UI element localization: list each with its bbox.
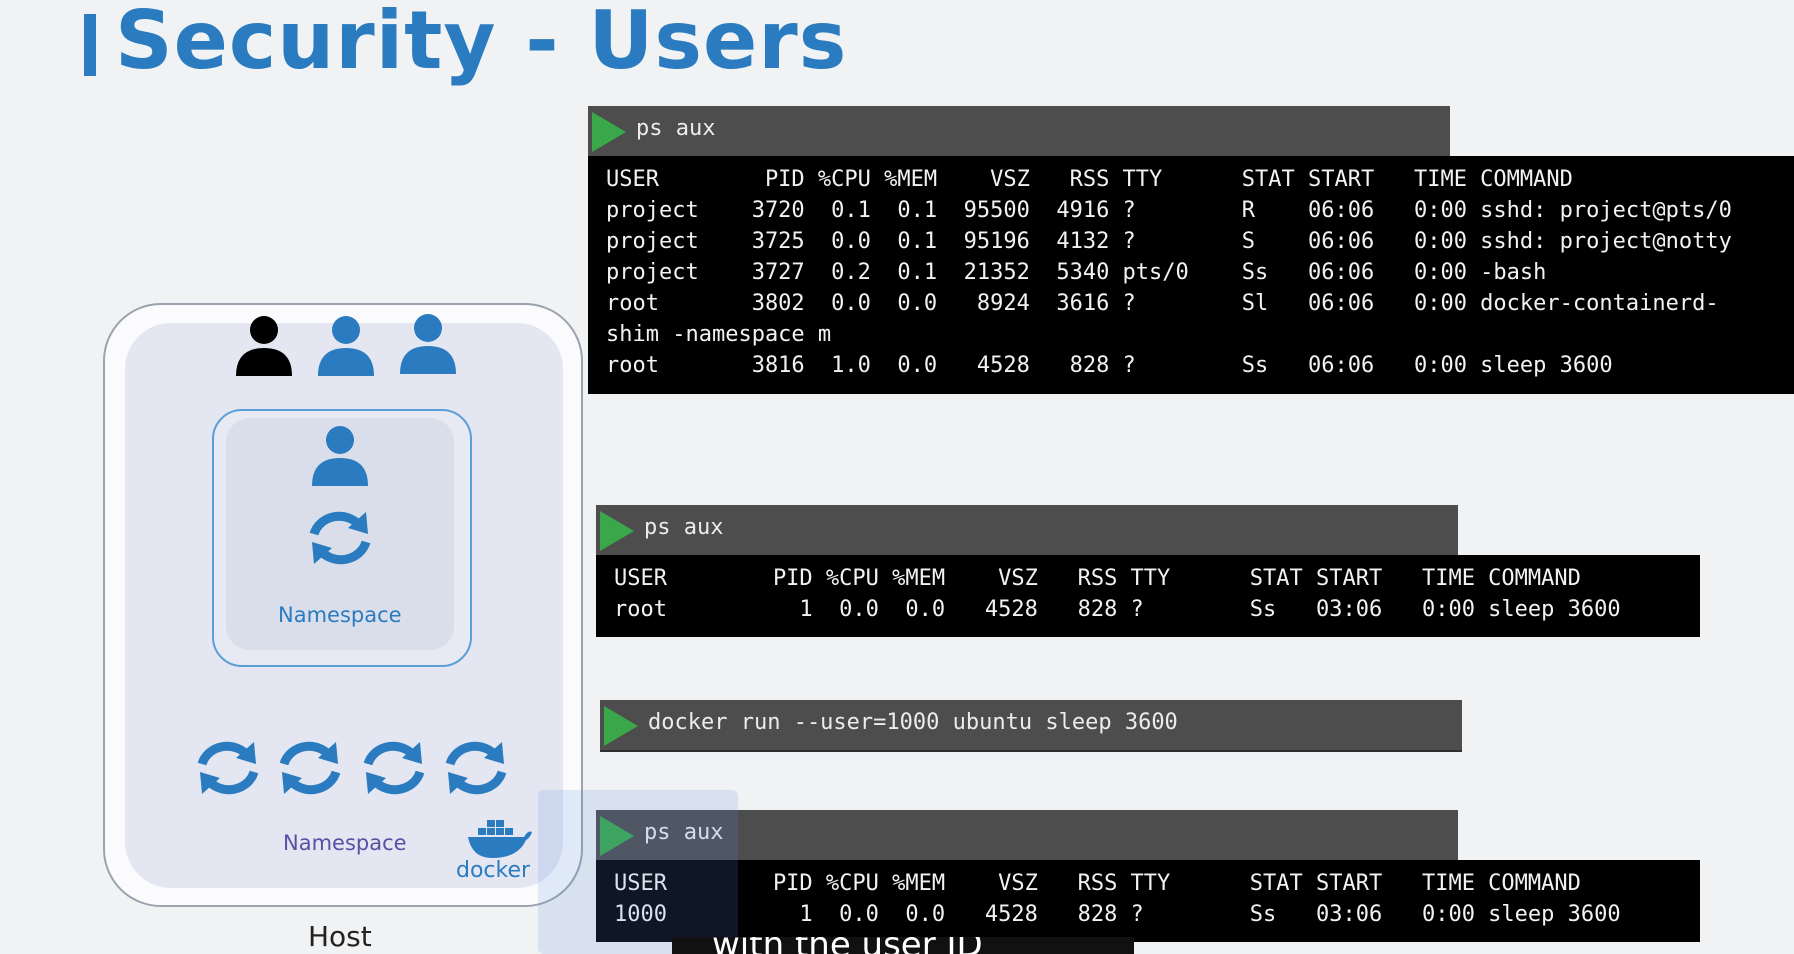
terminal-row: shim -namespace m (606, 322, 832, 347)
command-bar-docker-run: docker run --user=1000 ubuntu sleep 3600 (600, 700, 1462, 752)
command-text: ps aux (644, 515, 724, 540)
terminal-row: 1000 1 0.0 0.0 4528 828 ? Ss 03:06 0:00 … (614, 902, 1621, 927)
highlight-overlay (538, 790, 738, 954)
container-namespace-background (226, 418, 454, 650)
terminal-header-row: USER PID %CPU %MEM VSZ RSS TTY STAT STAR… (614, 871, 1581, 896)
user-icon-black (236, 316, 292, 376)
terminal-header-row: USER PID %CPU %MEM VSZ RSS TTY STAT STAR… (614, 566, 1581, 591)
command-bar-user-ps: ps aux (596, 810, 1458, 860)
docker-label: docker (456, 858, 531, 883)
play-icon (600, 816, 634, 856)
user-icon-blue-2 (400, 314, 456, 374)
command-text: docker run --user=1000 ubuntu sleep 3600 (648, 710, 1178, 735)
terminal-row: root 1 0.0 0.0 4528 828 ? Ss 03:06 0:00 … (614, 597, 1621, 622)
subtitle-text: with the user ID (712, 937, 983, 954)
slide-title: Security - Users (115, 0, 848, 87)
terminal-row: project 3727 0.2 0.1 21352 5340 pts/0 Ss… (606, 260, 1547, 285)
container-namespace-label: Namespace (278, 603, 402, 627)
terminal-row: root 3802 0.0 0.0 8924 3616 ? Sl 06:06 0… (606, 291, 1719, 316)
command-text: ps aux (644, 820, 724, 845)
command-bar-host-ps: ps aux (588, 106, 1450, 156)
terminal-row: project 3720 0.1 0.1 95500 4916 ? R 06:0… (606, 198, 1732, 223)
play-icon (604, 706, 638, 746)
container-user-icon (312, 426, 368, 486)
terminal-output-container: USER PID %CPU %MEM VSZ RSS TTY STAT STAR… (596, 555, 1700, 637)
play-icon (600, 511, 634, 551)
docker-whale-icon (468, 820, 532, 858)
title-accent-bar (84, 14, 96, 76)
video-subtitle: with the user ID (672, 937, 1134, 954)
host-namespace-label: Namespace (283, 831, 407, 855)
terminal-output-user: USER PID %CPU %MEM VSZ RSS TTY STAT STAR… (596, 860, 1700, 942)
command-bar-container-ps: ps aux (596, 505, 1458, 555)
host-process-sync-icon-3 (363, 741, 425, 795)
host-label: Host (308, 920, 372, 953)
terminal-header-row: USER PID %CPU %MEM VSZ RSS TTY STAT STAR… (606, 167, 1573, 192)
user-icon-blue-1 (318, 316, 374, 376)
terminal-output-host: USER PID %CPU %MEM VSZ RSS TTY STAT STAR… (588, 156, 1794, 394)
terminal-row: project 3725 0.0 0.1 95196 4132 ? S 06:0… (606, 229, 1732, 254)
process-sync-icon (309, 511, 371, 565)
host-process-sync-icon-2 (279, 741, 341, 795)
play-icon (592, 112, 626, 152)
terminal-row: root 3816 1.0 0.0 4528 828 ? Ss 06:06 0:… (606, 353, 1613, 378)
command-text: ps aux (636, 116, 716, 141)
host-process-sync-icon-1 (197, 741, 259, 795)
host-process-sync-icon-4 (445, 741, 507, 795)
